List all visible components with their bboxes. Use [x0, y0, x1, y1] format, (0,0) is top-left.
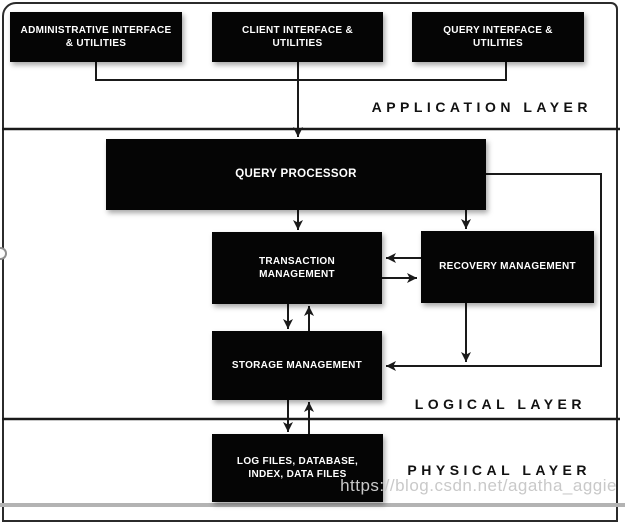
box-transaction-management: TRANSACTION MANAGEMENT: [212, 232, 382, 304]
box-label: QUERY INTERFACE &: [443, 24, 553, 36]
screenshot-bottom-edge: [0, 503, 625, 507]
box-label: UTILITIES: [272, 38, 323, 49]
label-logical-layer: LOGICAL LAYER: [414, 396, 586, 412]
label-application-layer: APPLICATION LAYER: [371, 99, 592, 115]
box-query-interface: QUERY INTERFACE & UTILITIES: [412, 12, 584, 62]
box-label: INDEX, DATA FILES: [248, 469, 347, 480]
box-label: QUERY PROCESSOR: [235, 167, 357, 180]
arrow-qp-elbow-to-storage: [386, 173, 602, 371]
box-storage-management: STORAGE MANAGEMENT: [212, 331, 382, 400]
box-client-interface: CLIENT INTERFACE & UTILITIES: [212, 12, 383, 62]
box-label: ADMINISTRATIVE INTERFACE: [20, 24, 172, 36]
box-administrative-interface: ADMINISTRATIVE INTERFACE & UTILITIES: [10, 12, 182, 62]
connector-lines: [2, 62, 620, 434]
box-log-files: LOG FILES, DATABASE, INDEX, DATA FILES: [212, 434, 383, 502]
box-label: STORAGE MANAGEMENT: [231, 359, 363, 371]
box-label: & UTILITIES: [65, 38, 127, 49]
label-physical-layer: PHYSICAL LAYER: [407, 462, 591, 478]
box-label: RECOVERY MANAGEMENT: [439, 261, 576, 273]
selection-handle[interactable]: [0, 247, 7, 260]
box-label: MANAGEMENT: [259, 269, 335, 280]
box-label: LOG FILES, DATABASE,: [236, 455, 359, 467]
box-label: UTILITIES: [473, 38, 523, 49]
box-query-processor: QUERY PROCESSOR: [106, 139, 486, 210]
box-label: CLIENT INTERFACE &: [242, 24, 353, 36]
box-recovery-management: RECOVERY MANAGEMENT: [421, 231, 594, 303]
box-label: TRANSACTION: [258, 255, 336, 267]
watermark-url: https://blog.csdn.net/agatha_aggie: [340, 476, 617, 495]
